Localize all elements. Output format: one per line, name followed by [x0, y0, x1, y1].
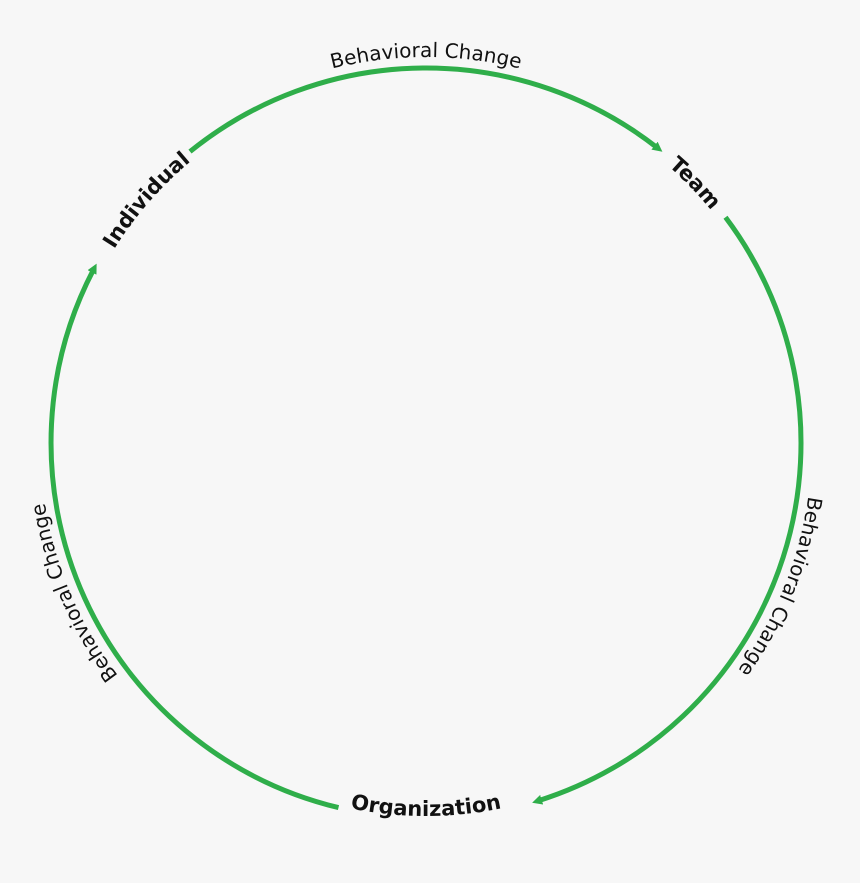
edge-label-text: Behavioral Change	[26, 502, 122, 687]
edge-arrow-organization-to-individual	[48, 263, 340, 811]
edge-label-organization-to-individual: Behavioral Change	[26, 502, 122, 687]
node-team: Team	[665, 152, 726, 214]
node-individual: Individual	[98, 147, 194, 252]
edge-arrow-team-to-organization	[532, 215, 804, 805]
edge-arrow-individual-to-team	[188, 65, 663, 154]
node-label: Individual	[98, 147, 194, 252]
edge-label-text: Behavioral Change	[734, 495, 827, 681]
edge-label-team-to-organization: Behavioral Change	[734, 495, 827, 681]
node-organization: Organization	[349, 790, 502, 821]
node-label: Organization	[349, 790, 502, 821]
node-label: Team	[665, 152, 726, 214]
